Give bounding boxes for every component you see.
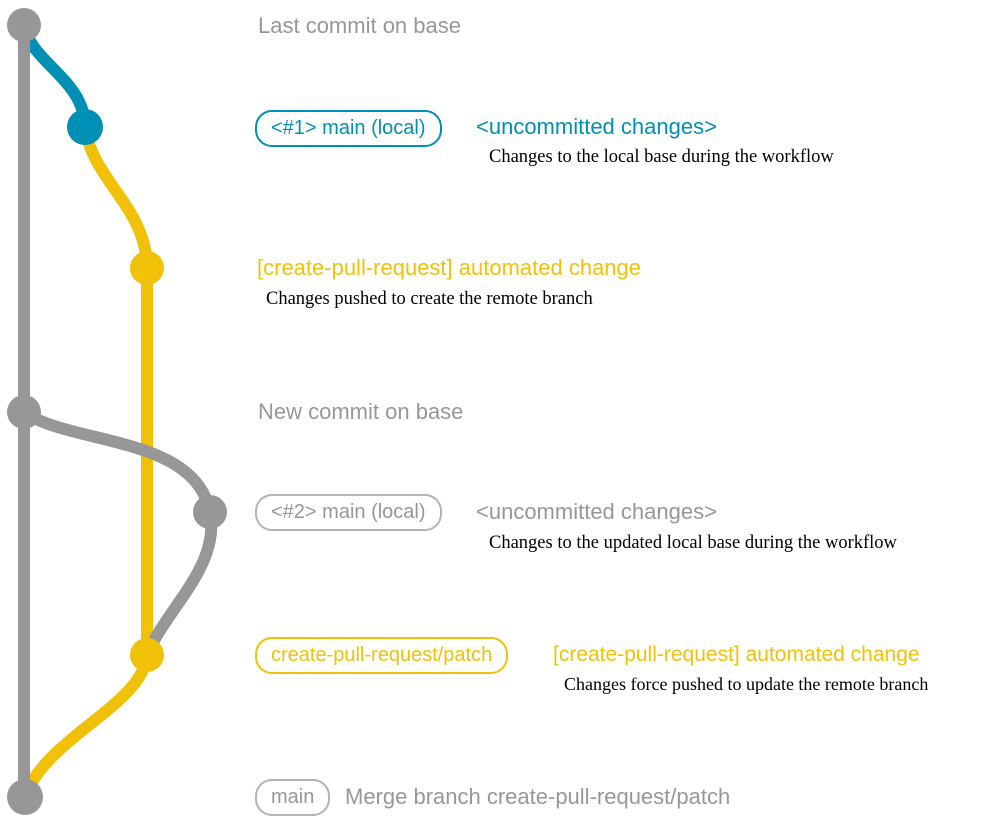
commit-dot-new-base bbox=[7, 395, 41, 429]
commit-message-uncommitted-1: <uncommitted changes> bbox=[476, 114, 717, 139]
commit-dot-merge bbox=[7, 779, 43, 815]
annotation-force-push-update-branch: Changes force pushed to update the remot… bbox=[564, 674, 929, 694]
patch-branch-curve bbox=[79, 121, 153, 661]
annotation-local-base-changes: Changes to the local base during the wor… bbox=[489, 147, 834, 167]
commit-dot-patch-1 bbox=[130, 251, 164, 285]
commit-message-new-base: New commit on base bbox=[258, 399, 464, 424]
commit-dot-local-main-1 bbox=[67, 109, 103, 145]
base-to-commit2-curve bbox=[18, 406, 216, 518]
annotation-updated-local-base-changes: Changes to the updated local base during… bbox=[489, 533, 897, 553]
commit-message-uncommitted-2: <uncommitted changes> bbox=[476, 499, 717, 524]
branch-label-main-local-1: <#1> main (local) bbox=[255, 110, 442, 147]
commit-message-last-base: Last commit on base bbox=[258, 13, 461, 38]
commit-dot-last-base bbox=[7, 8, 41, 42]
branch-label-main: main bbox=[255, 779, 331, 816]
annotation-push-create-branch: Changes pushed to create the remote bran… bbox=[266, 289, 593, 309]
commit-message-merge: Merge branch create-pull-request/patch bbox=[345, 784, 731, 809]
patch-merge-curve bbox=[19, 649, 153, 803]
commit-dot-local-main-2 bbox=[193, 495, 227, 529]
branch-label-main-local-2: <#2> main (local) bbox=[255, 494, 442, 531]
branch-label-patch: create-pull-request/patch bbox=[255, 637, 509, 674]
commit-dot-patch-2 bbox=[130, 638, 164, 672]
commit-message-automated-change-1: [create-pull-request] automated change bbox=[257, 255, 642, 280]
commit-message-automated-change-2: [create-pull-request] automated change bbox=[553, 643, 920, 666]
commit2-to-patch-curve bbox=[142, 506, 218, 658]
